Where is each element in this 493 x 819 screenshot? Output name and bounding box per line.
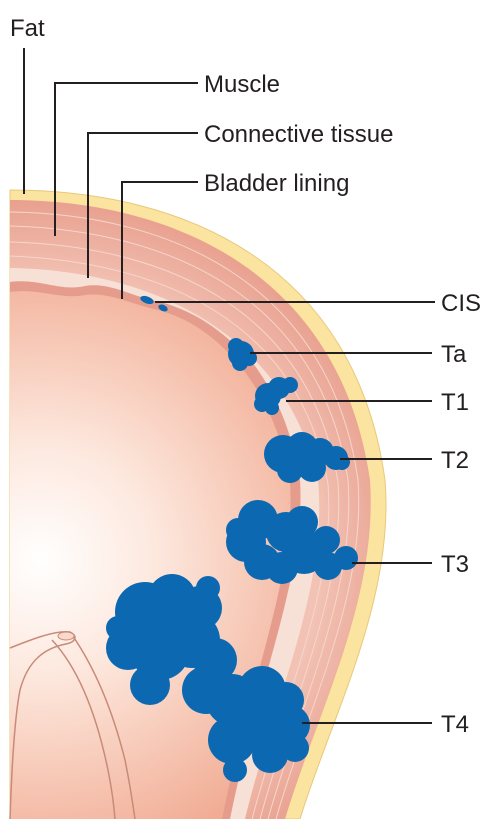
label-connective-tissue: Connective tissue	[204, 121, 393, 148]
label-ta: Ta	[441, 341, 467, 368]
ureter-opening	[58, 632, 74, 640]
label-fat: Fat	[10, 15, 45, 42]
label-t4: T4	[441, 711, 469, 738]
label-t1: T1	[441, 389, 469, 416]
label-t3: T3	[441, 551, 469, 578]
label-muscle: Muscle	[204, 71, 280, 98]
label-t2: T2	[441, 447, 469, 474]
label-cis: CIS	[441, 290, 481, 317]
label-bladder-lining: Bladder lining	[204, 170, 349, 197]
